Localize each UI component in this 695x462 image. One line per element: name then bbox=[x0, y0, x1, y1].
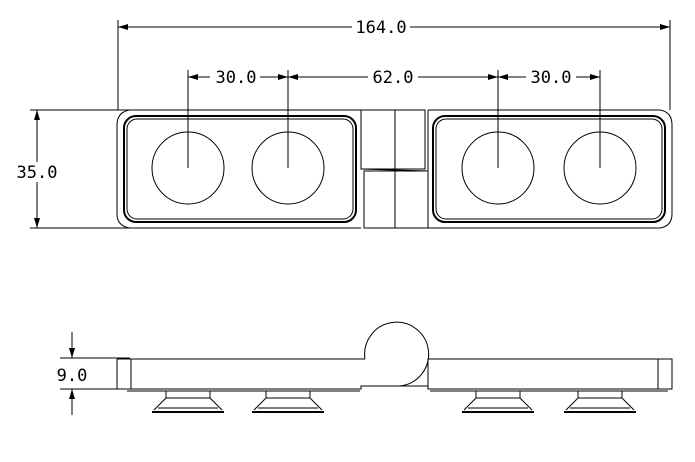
right-panel-outline bbox=[659, 109, 673, 229]
suction-cup-2 bbox=[251, 131, 325, 205]
dimension-overall-length: 164.0 bbox=[355, 18, 406, 38]
left-panel-recess bbox=[123, 115, 357, 223]
suction-cups-side bbox=[152, 390, 636, 413]
dimension-center-spacing: 62.0 bbox=[373, 68, 414, 88]
top-view: 164.0 30.0 62.0 30.0 35.0 bbox=[12, 17, 673, 229]
suction-cup-1 bbox=[151, 131, 225, 205]
left-body-side bbox=[116, 358, 400, 390]
hinge-upper bbox=[360, 109, 426, 170]
dimension-cup-spacing-right: 30.0 bbox=[531, 68, 572, 88]
right-panel-recess bbox=[432, 115, 666, 223]
hinge-lower bbox=[363, 170, 429, 229]
right-body-side bbox=[400, 358, 673, 390]
suction-cup-4 bbox=[563, 131, 637, 205]
dimension-thickness: 9.0 bbox=[57, 366, 88, 386]
dimension-width: 35.0 bbox=[17, 163, 58, 183]
side-view: 9.0 bbox=[50, 321, 673, 415]
suction-cup-3 bbox=[461, 131, 535, 205]
dimension-cup-spacing-left: 30.0 bbox=[216, 68, 257, 88]
left-panel-outline bbox=[116, 109, 131, 229]
hinge-knuckle bbox=[364, 321, 430, 387]
